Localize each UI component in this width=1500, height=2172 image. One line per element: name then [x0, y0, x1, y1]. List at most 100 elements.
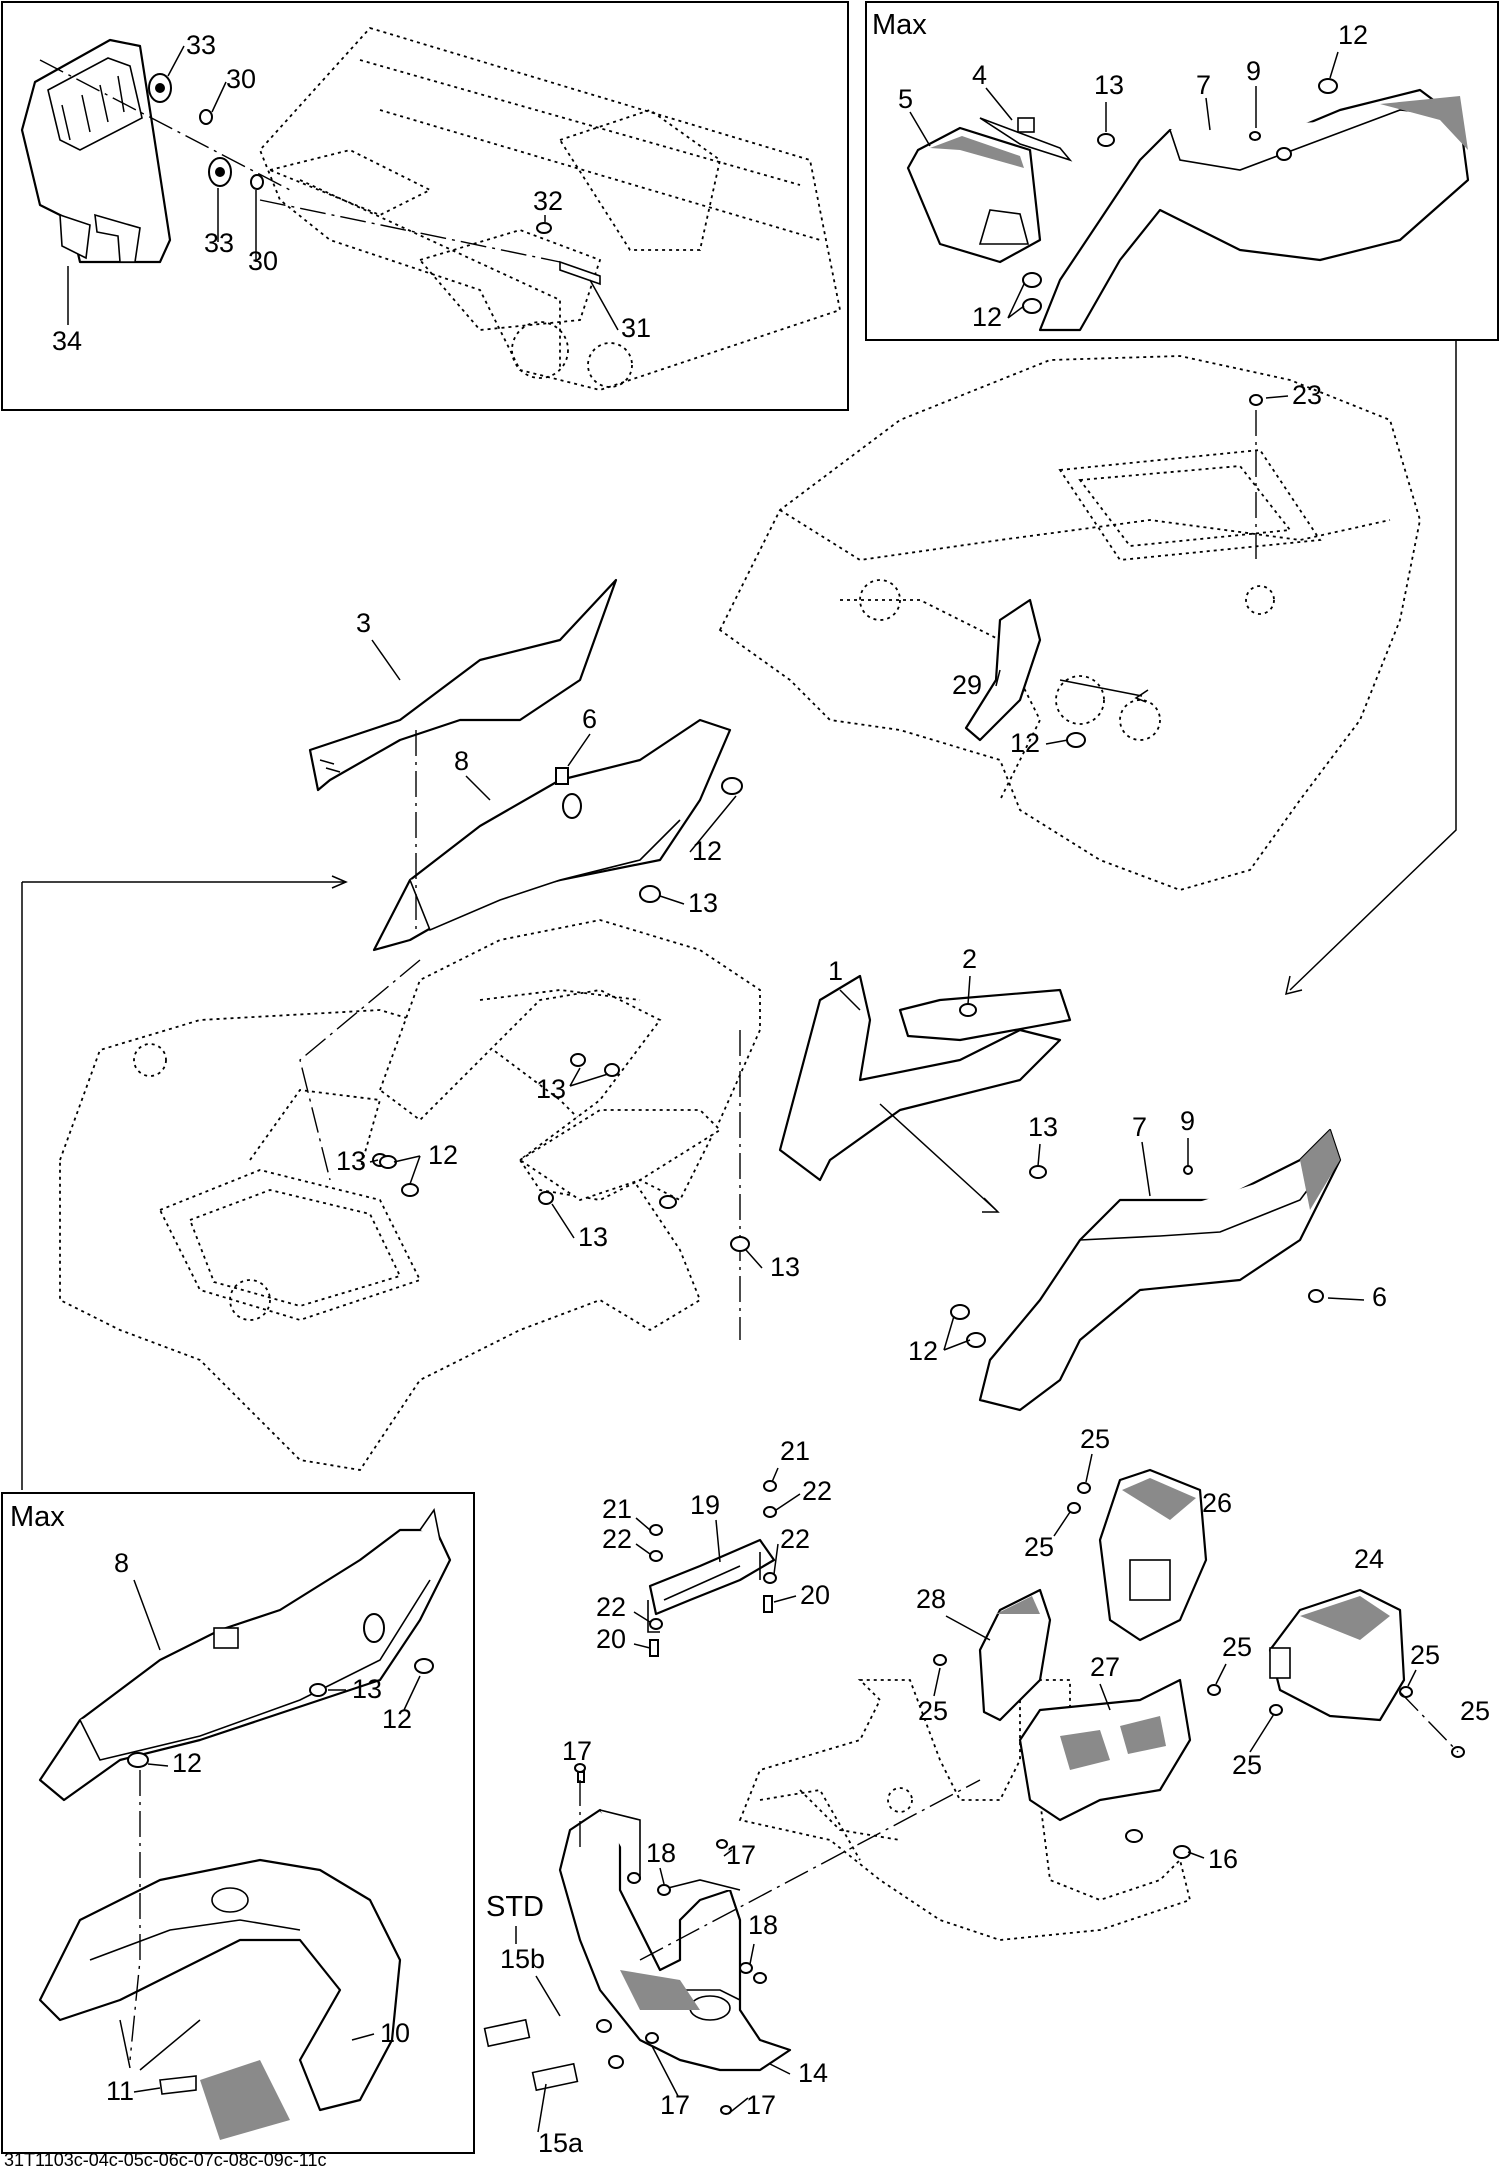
callout-3: 3 [356, 608, 371, 638]
callout-20-a: 20 [800, 1580, 830, 1610]
front-bumper-14 [558, 1808, 792, 2072]
callout-17-d: 17 [746, 2090, 776, 2120]
figure-reference-code: 31T1103c-04c-05c-06c-07c-08c-09c-11c [4, 2150, 327, 2170]
callout-31: 31 [621, 313, 651, 343]
callout-30-b: 30 [248, 246, 278, 276]
callout-18-a: 18 [646, 1838, 676, 1868]
front-fender-cover [378, 919, 761, 1202]
rear-fender [718, 355, 1421, 891]
callout-9-max: 9 [1246, 56, 1261, 86]
callout-12-max-c: 12 [172, 1748, 202, 1778]
callout-13-lower: 13 [578, 1222, 608, 1252]
panel7-screw-6 [1308, 1289, 1324, 1303]
callout-14: 14 [798, 2058, 828, 2088]
callout-30-a: 30 [226, 64, 256, 94]
callout-18-b: 18 [748, 1910, 778, 1940]
callout-16: 16 [1208, 1844, 1238, 1874]
max-label-top-right: Max [872, 9, 927, 41]
callout-34: 34 [52, 326, 82, 356]
callout-33-a: 33 [186, 30, 216, 60]
callout-5: 5 [898, 84, 913, 114]
cover-grommet-13-c [538, 1191, 554, 1205]
max-side-panel [1038, 88, 1470, 332]
max-vent-strip [979, 117, 1073, 162]
callout-13-max-b: 13 [352, 1674, 382, 1704]
callout-10: 10 [380, 2018, 410, 2048]
mud-flap-3 [308, 578, 618, 792]
callout-13-max: 13 [1094, 70, 1124, 100]
callout-12-left: 12 [428, 1140, 458, 1170]
trim8-screw-6 [555, 767, 569, 785]
panel7-grommet-13 [1029, 1165, 1047, 1179]
callout-7-max: 7 [1196, 70, 1211, 100]
callout-6-panel: 6 [1372, 1282, 1387, 1312]
callout-24: 24 [1354, 1544, 1384, 1574]
callout-22-c: 22 [780, 1524, 810, 1554]
callout-22-b: 22 [802, 1476, 832, 1506]
callout-9-panel: 9 [1180, 1106, 1195, 1136]
callout-25-c: 25 [918, 1696, 948, 1726]
callout-11: 11 [106, 2076, 134, 2106]
callout-8-max: 8 [114, 1548, 129, 1578]
callout-17-a: 17 [562, 1736, 592, 1766]
guard-24 [1268, 1588, 1406, 1722]
cover-grommet-13-e [730, 1236, 750, 1252]
callout-25-f: 25 [1410, 1640, 1440, 1670]
callout-15b: 15b [500, 1944, 545, 1974]
guard-28 [978, 1588, 1052, 1722]
rear-fender-trim [964, 598, 1042, 742]
max-decal-11 [159, 2075, 197, 2095]
frame-nut-16-a [1125, 1829, 1143, 1843]
callout-25-e: 25 [1232, 1750, 1262, 1780]
callout-12-panel: 12 [908, 1336, 938, 1366]
callout-21-b: 21 [780, 1436, 810, 1466]
callout-13-cover: 13 [536, 1074, 566, 1104]
top-right-max-frame [865, 1, 1499, 341]
callout-12-mid: 12 [692, 836, 722, 866]
callout-20-b: 20 [596, 1624, 626, 1654]
skid-plate-27 [1018, 1678, 1192, 1822]
storage-bin [20, 38, 172, 264]
side-trim-8 [372, 718, 732, 952]
bin-spacers [148, 73, 601, 286]
cover-grommet-13-a [570, 1053, 586, 1067]
bracket-19 [647, 1538, 776, 1633]
trim8-grommet-12 [721, 777, 743, 795]
callout-13-mid: 13 [688, 888, 718, 918]
callout-6-mid: 6 [582, 704, 597, 734]
panel7-screw-9 [1183, 1165, 1193, 1175]
callout-33-b: 33 [204, 228, 234, 258]
panel7-grommet-12-b [966, 1332, 986, 1348]
callout-12-max-bottom: 12 [972, 302, 1002, 332]
fender-grommet-12-a [379, 1155, 397, 1169]
front-fender-body [59, 1009, 702, 1471]
callout-26: 26 [1202, 1488, 1232, 1518]
callout-13-right: 13 [770, 1252, 800, 1282]
callout-12-max-b: 12 [382, 1704, 412, 1734]
max-rear-cover-10 [38, 1858, 402, 2140]
max-grommet-12-b [1022, 298, 1042, 314]
callout-25-b: 25 [1024, 1532, 1054, 1562]
callout-4: 4 [972, 60, 987, 90]
frame-nut-16-b [1173, 1845, 1191, 1859]
callout-25-g: 25 [1460, 1696, 1490, 1726]
rear-frame-rack [258, 26, 842, 391]
callout-12-fender: 12 [1010, 728, 1040, 758]
callout-1: 1 [828, 956, 843, 986]
callout-13-panel: 13 [1028, 1112, 1058, 1142]
callout-22-a: 22 [602, 1524, 632, 1554]
callout-7-panel: 7 [1132, 1112, 1147, 1142]
callout-8-mid: 8 [454, 746, 469, 776]
callout-2: 2 [962, 944, 977, 974]
trim8-grommet-13 [639, 885, 661, 903]
panel7-grommet-12-a [950, 1304, 970, 1320]
trim-2 [898, 988, 1072, 1042]
side-panel-7 [978, 1128, 1342, 1412]
callout-19: 19 [690, 1490, 720, 1520]
max-label-bottom-left: Max [10, 1501, 65, 1533]
callout-22-d: 22 [596, 1592, 626, 1622]
max-grommet-12-a [1022, 272, 1042, 288]
callout-17-c: 17 [660, 2090, 690, 2120]
max-footwell-deflector [906, 126, 1042, 264]
